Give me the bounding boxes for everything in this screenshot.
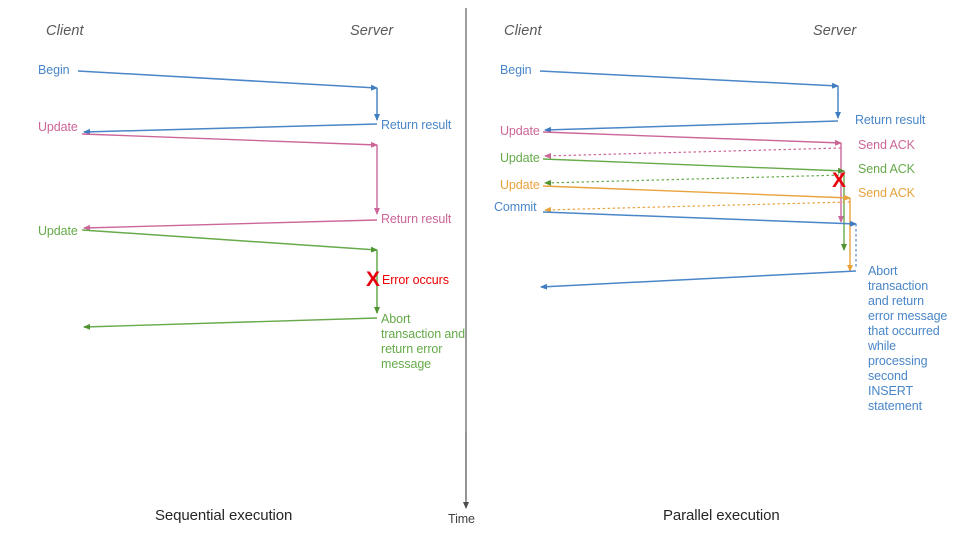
right-message-commit-label: Commit xyxy=(494,200,537,214)
left-panel-caption: Sequential execution xyxy=(155,507,293,524)
right-reply-abort-label: Abort transaction and return error messa… xyxy=(868,264,948,413)
left-message-update-2-label: Update xyxy=(38,224,78,238)
right-error-x-icon: X xyxy=(832,169,847,192)
right-message-update-3-label: Update xyxy=(500,178,540,192)
left-error-occurs-label: Error occurs xyxy=(382,273,449,287)
right-server-actor-label: Server xyxy=(813,23,857,39)
right-message-update-1-label: Update xyxy=(500,124,540,138)
left-message-update-1-label: Update xyxy=(38,120,78,134)
right-reply-send-ack-2-label: Send ACK xyxy=(858,162,915,176)
right-client-actor-label: Client xyxy=(504,23,542,39)
left-client-actor-label: Client xyxy=(46,23,84,39)
left-reply-return-result-1-label: Return result xyxy=(381,118,452,132)
left-reply-return-result-2-label: Return result xyxy=(381,212,452,226)
right-panel-caption: Parallel execution xyxy=(663,507,780,524)
right-reply-return-result-text: Return result xyxy=(855,113,926,127)
right-reply-return-result-label: Return result xyxy=(855,113,925,128)
left-message-begin-label: Begin xyxy=(38,63,70,77)
right-reply-send-ack-3-label: Send ACK xyxy=(858,186,915,200)
right-message-begin-label: Begin xyxy=(500,63,532,77)
right-reply-send-ack-1-label: Send ACK xyxy=(858,138,915,152)
left-server-actor-label: Server xyxy=(350,23,394,39)
left-error-x-icon: X xyxy=(366,268,381,291)
time-axis-label: Time xyxy=(448,512,475,526)
left-panel-messages xyxy=(77,70,380,330)
left-reply-abort-label: Abort transaction and return error messa… xyxy=(381,312,465,371)
right-message-update-2-label: Update xyxy=(500,151,540,165)
right-panel-messages xyxy=(539,70,857,290)
